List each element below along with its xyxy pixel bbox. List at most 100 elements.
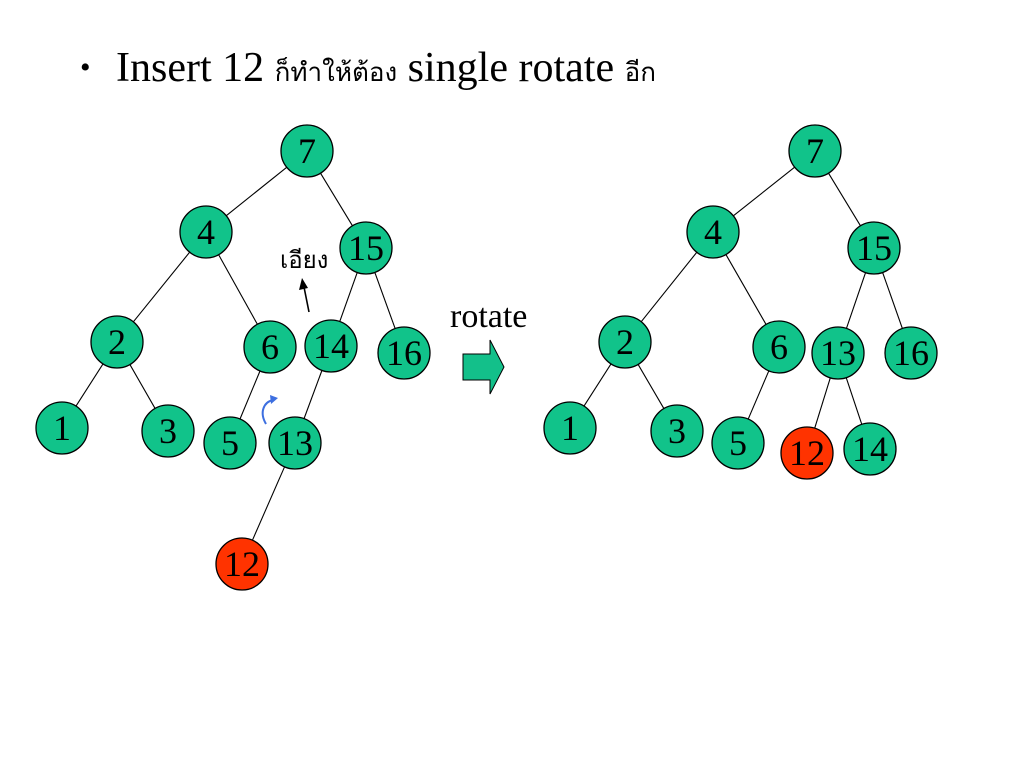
edge-4-6 [218,254,258,325]
node-circle [304,319,358,373]
edge-6-5 [239,370,261,420]
up-arrow-icon [299,278,310,313]
node-circle [215,537,269,591]
node-label: 13 [820,333,856,373]
node-circle [280,124,334,178]
node-15: 15 [847,221,901,275]
node-15: 15 [339,221,393,275]
node-3: 3 [650,404,704,458]
node-circle [847,221,901,275]
node-circle [811,326,865,380]
node-label: 15 [856,228,892,268]
tilt-label: เอียง [280,247,328,274]
rotate-label: rotate [450,298,527,335]
node-label: 14 [313,326,349,366]
node-circle [788,124,842,178]
edge-7-15 [320,172,353,227]
node-label: 2 [108,322,126,362]
title-thai-2: อีก [624,58,656,87]
node-label: 1 [561,408,579,448]
bullet-point: • [80,51,91,84]
node-circle [90,315,144,369]
right-block-arrow-icon [462,339,505,395]
edge-4-6 [725,254,767,325]
node-circle [884,326,938,380]
node-circle [780,426,834,480]
node-circle [35,401,89,455]
edge-15-13 [845,272,867,329]
edge-13-14 [845,377,863,425]
node-1: 1 [543,401,597,455]
node-label: 16 [893,333,929,373]
node-label: 4 [197,212,215,252]
curved-arrow-icon [261,395,278,425]
edge-2-1 [75,363,104,407]
node-label: 7 [806,131,824,171]
node-16: 16 [884,326,938,380]
edge-13-12 [814,377,831,429]
node-6: 6 [752,320,806,374]
edge-2-3 [129,364,156,409]
node-label: 12 [789,433,825,473]
node-13: 13 [811,326,865,380]
node-label: 6 [770,327,788,367]
edge-13-12 [251,466,286,541]
node-circle [650,404,704,458]
node-7: 7 [280,124,334,178]
node-label: 15 [348,228,384,268]
node-3: 3 [141,404,195,458]
node-circle [268,416,322,470]
edge-7-4 [733,166,795,217]
node-5: 5 [711,416,765,470]
node-14: 14 [304,319,358,373]
node-label: 6 [261,327,279,367]
node-label: 12 [224,544,260,584]
node-label: 5 [221,423,239,463]
edge-7-4 [225,166,288,217]
node-circle [711,416,765,470]
node-label: 3 [159,411,177,451]
node-label: 16 [386,333,422,373]
node-16: 16 [377,326,431,380]
node-circle [543,401,597,455]
node-5: 5 [203,416,257,470]
node-circle [339,221,393,275]
node-label: 7 [298,131,316,171]
edge-15-16 [374,272,396,329]
node-14: 14 [843,422,897,476]
edge-6-5 [747,370,770,420]
node-label: 13 [277,423,313,463]
node-4: 4 [686,205,740,259]
node-circle [179,205,233,259]
node-7: 7 [788,124,842,178]
edge-4-2 [640,251,698,323]
node-label: 3 [668,411,686,451]
edge-14-13 [303,370,323,419]
node-6: 6 [243,320,297,374]
node-label: 4 [704,212,722,252]
title-thai-1: ก็ทำให้ต้อง [274,58,398,87]
node-circle [686,205,740,259]
node-label: 5 [729,423,747,463]
node-4: 4 [179,205,233,259]
node-1: 1 [35,401,89,455]
node-label: 2 [616,322,634,362]
edge-15-14 [339,272,358,322]
slide-title: • Insert 12 ก็ทำให้ต้อง single rotate อีก [80,40,656,101]
node-13: 13 [268,416,322,470]
edge-7-15 [828,172,861,227]
node-label: 14 [852,429,888,469]
edge-4-2 [132,251,191,323]
title-prefix: Insert 12 [116,45,265,91]
node-circle [843,422,897,476]
node-circle [752,320,806,374]
node-label: 1 [53,408,71,448]
node-2: 2 [598,315,652,369]
title-middle: single rotate [407,45,615,91]
edge-2-3 [637,364,665,409]
node-circle [141,404,195,458]
